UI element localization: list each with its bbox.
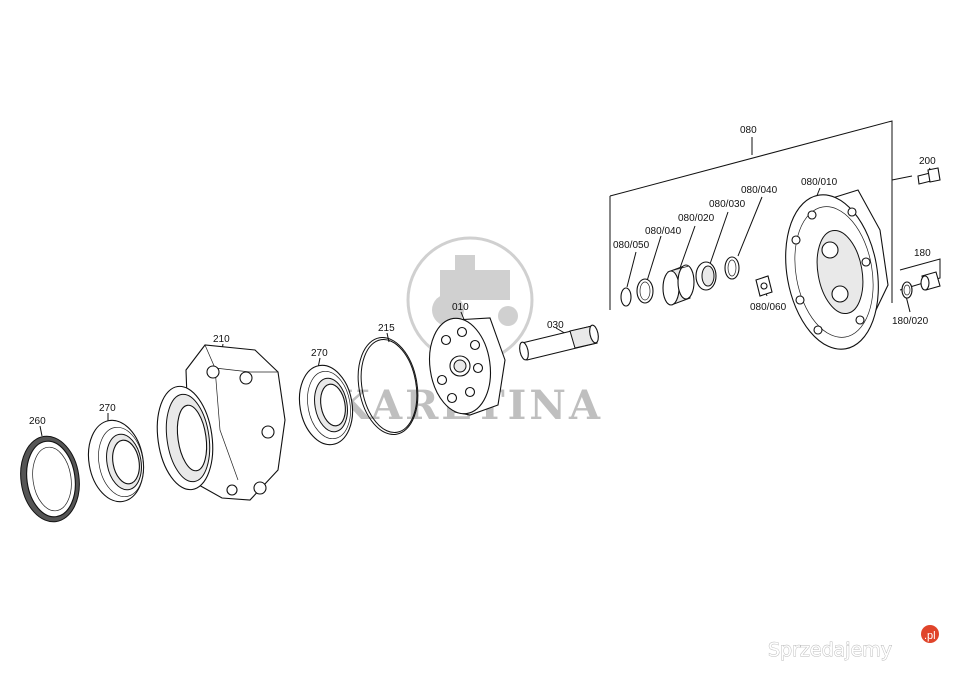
label-200: 200 (919, 156, 936, 167)
part-215-o-ring (357, 336, 419, 436)
part-080-040-ring-b (724, 256, 740, 280)
part-080-050-circlip (620, 287, 632, 307)
part-030-sun-shaft (519, 324, 599, 361)
label-180: 180 (914, 248, 931, 259)
part-080-060-thrust-washer (755, 275, 773, 297)
label-080-050: 080/050 (613, 240, 650, 251)
label-180-020: 180/020 (892, 316, 929, 327)
label-260: 260 (29, 416, 46, 427)
part-080-030-needle-bearing (695, 261, 717, 291)
brand-badge: Sprzedajemy .pl (768, 625, 939, 661)
label-215: 215 (378, 323, 395, 334)
label-080-040-a: 080/040 (645, 226, 682, 237)
label-010: 010 (452, 302, 469, 313)
label-080-020: 080/020 (678, 213, 715, 224)
label-080-010: 080/010 (801, 177, 838, 188)
part-labels: 260 270 210 270 215 010 030 080 080/050 … (29, 125, 936, 427)
label-080-030: 080/030 (709, 199, 746, 210)
part-010-planet-carrier (429, 317, 506, 416)
part-210-wheel-hub (156, 344, 286, 501)
label-270-left: 270 (99, 403, 116, 414)
part-080-020-planet-gear (662, 264, 695, 306)
part-180-020-seal-ring (901, 281, 913, 299)
brand-dot-icon (921, 625, 939, 643)
part-260-seal-ring (20, 435, 80, 523)
part-080-010-planet-housing (785, 189, 889, 350)
part-270-bearing-left (87, 419, 145, 503)
label-080: 080 (740, 125, 757, 136)
brand-suffix: .pl (924, 630, 936, 642)
part-080-040-ring-a (636, 278, 654, 304)
part-200-screw (917, 167, 941, 185)
label-080-060: 080/060 (750, 302, 787, 313)
part-270-bearing-right (298, 364, 354, 446)
label-210: 210 (213, 334, 230, 345)
brand-text: Sprzedajemy (768, 639, 892, 661)
label-270-right: 270 (311, 348, 328, 359)
label-030: 030 (547, 320, 564, 331)
part-180-plug (920, 271, 941, 291)
label-080-040-b: 080/040 (741, 185, 778, 196)
